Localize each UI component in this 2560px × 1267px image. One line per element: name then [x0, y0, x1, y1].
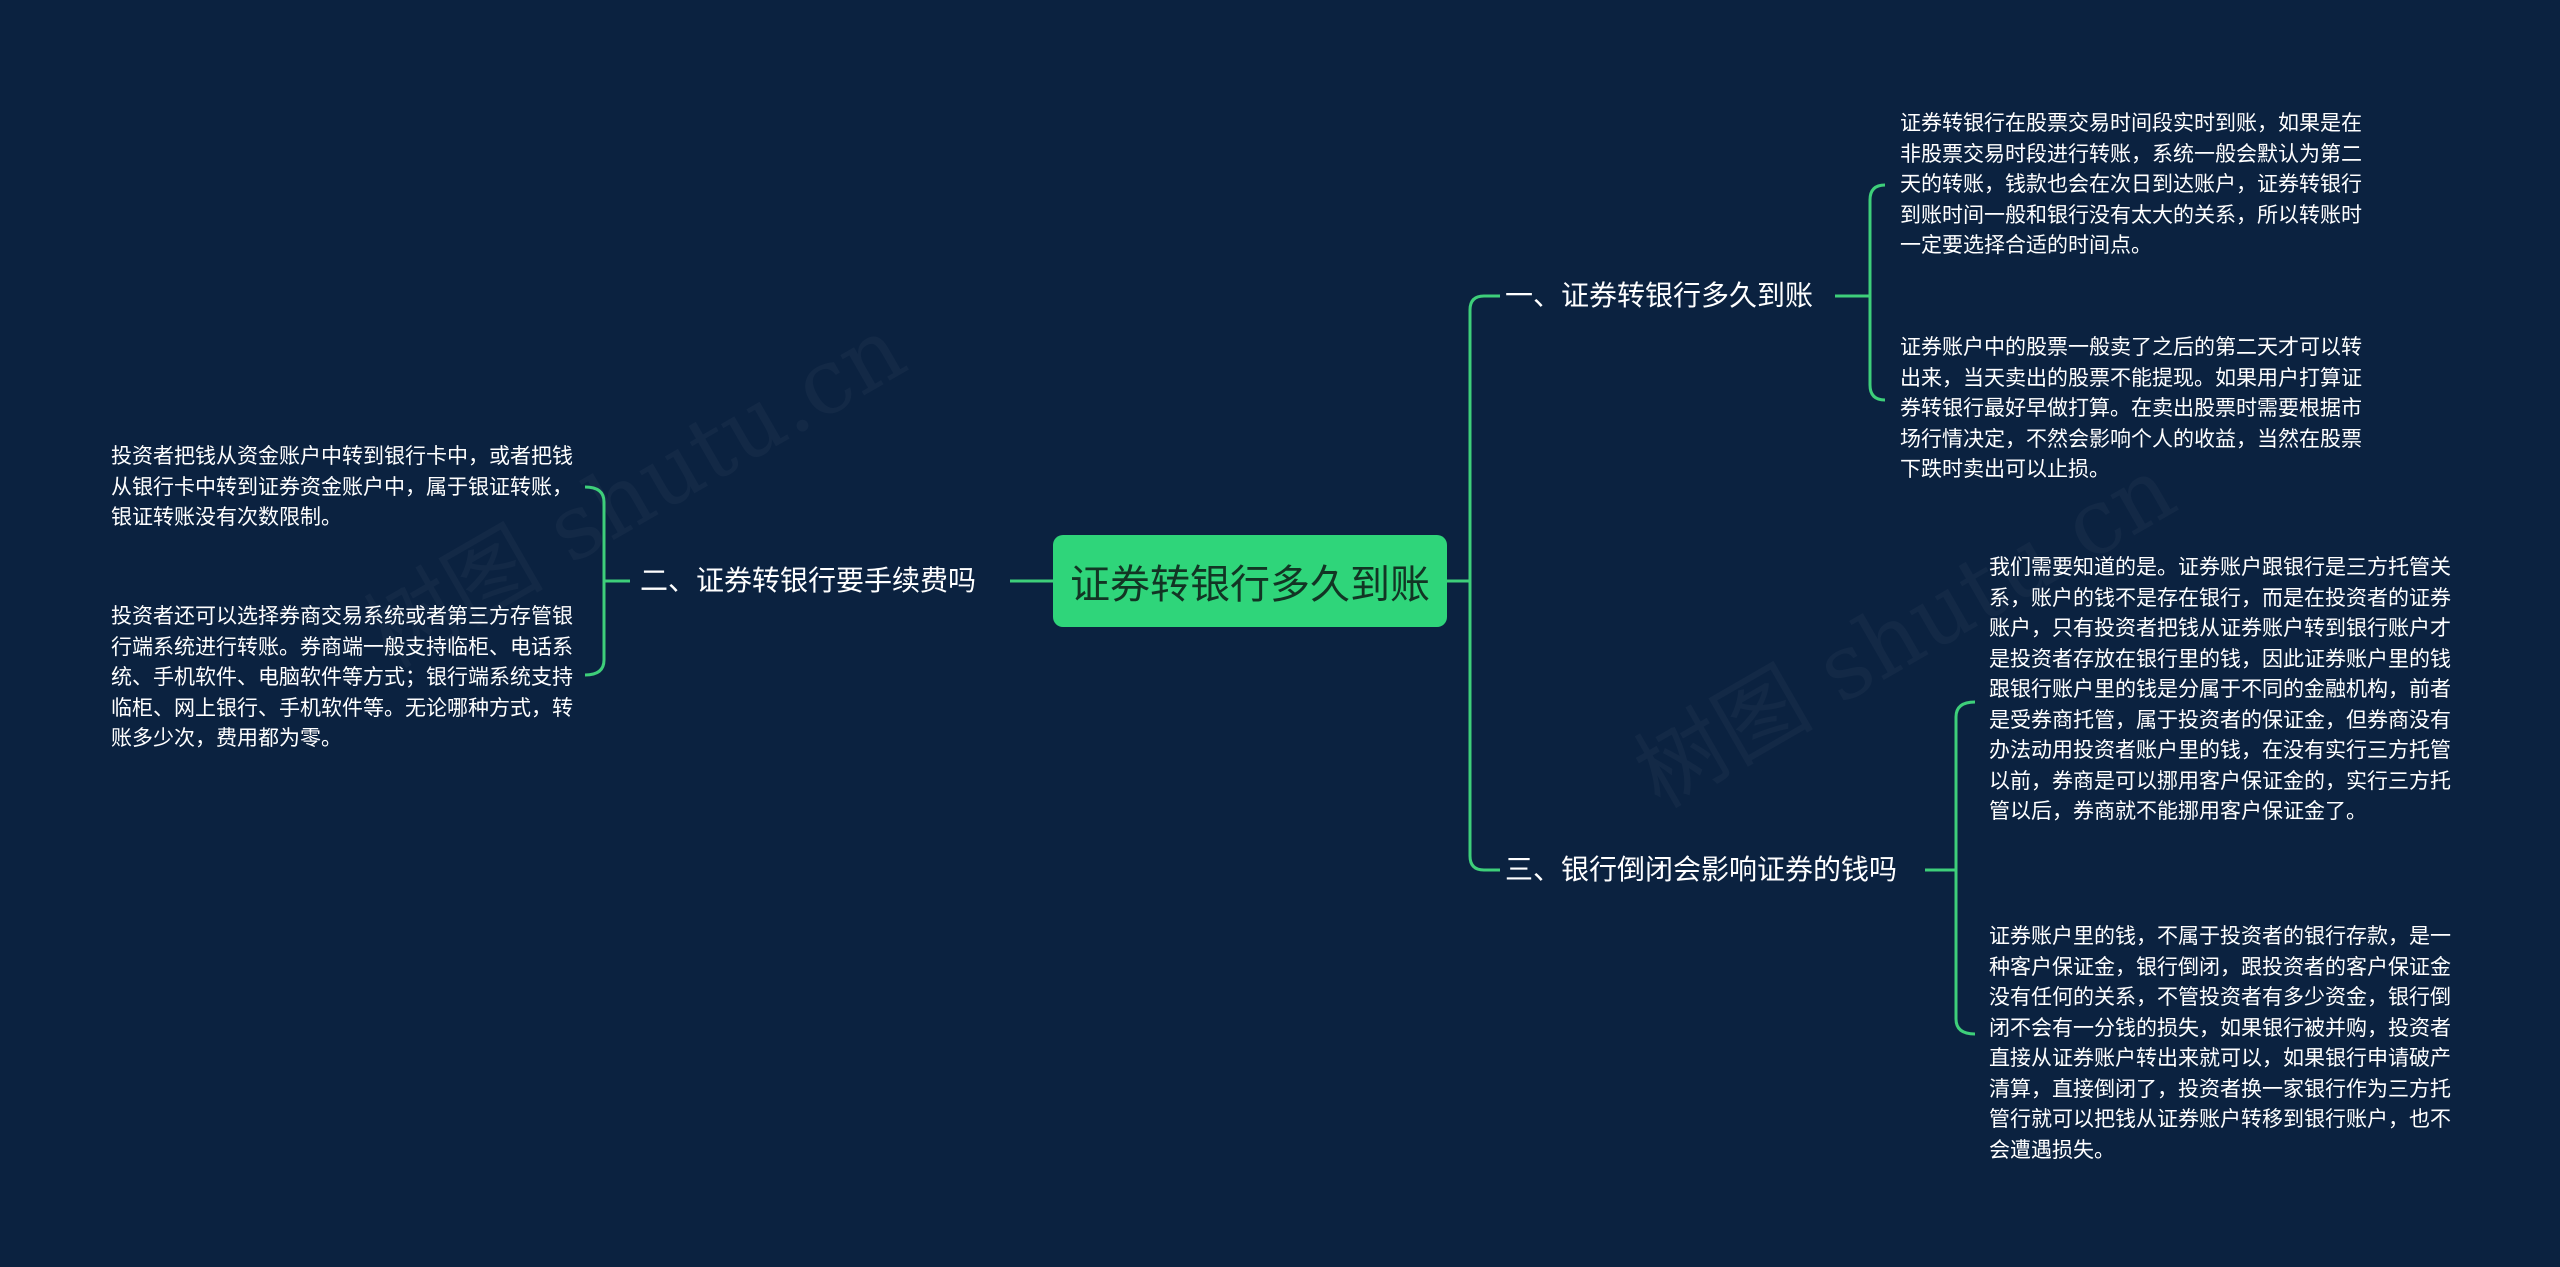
connector-bracket1: [1868, 183, 1886, 402]
connector-bracket3: [1954, 700, 1976, 1036]
branch-node-1[interactable]: 一、证券转银行多久到账: [1505, 279, 1814, 312]
leaf-node-1a[interactable]: 证券转银行在股票交易时间段实时到账，如果是在非股票交易时段进行转账，系统一般会默…: [1900, 111, 2362, 257]
leaf-node-2a[interactable]: 投资者把钱从资金账户中转到银行卡中，或者把钱从银行卡中转到证券资金账户中，属于银…: [111, 444, 573, 529]
connector-bracket2: [584, 485, 606, 677]
leaf-node-1b[interactable]: 证券账户中的股票一般卖了之后的第二天才可以转出来，当天卖出的股票不能提现。如果用…: [1900, 335, 2362, 481]
root-node[interactable]: 证券转银行多久到账: [1053, 535, 1447, 627]
branch-node-3[interactable]: 三、银行倒闭会影响证券的钱吗: [1505, 853, 1898, 886]
leaf-node-2b[interactable]: 投资者还可以选择券商交易系统或者第三方存管银行端系统进行转账。券商端一般支持临柜…: [111, 604, 573, 750]
leaf-node-3b[interactable]: 证券账户里的钱，不属于投资者的银行存款，是一种客户保证金，银行倒闭，跟投资者的客…: [1989, 924, 2451, 1162]
root-label: 证券转银行多久到账: [1070, 562, 1430, 608]
connector-trunk-right: [1468, 294, 1500, 872]
leaf-node-3a[interactable]: 我们需要知道的是。证券账户跟银行是三方托管关系，账户的钱不是存在银行，而是在投资…: [1989, 555, 2451, 823]
branch-node-2[interactable]: 二、证券转银行要手续费吗: [640, 564, 977, 597]
